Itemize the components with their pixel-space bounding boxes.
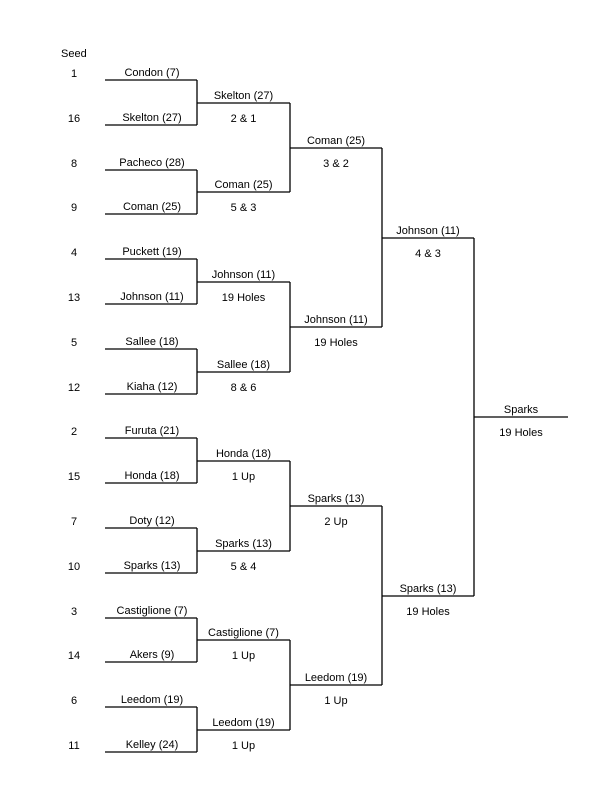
round2-score: 2 & 1 [231,113,257,125]
seed-number: 10 [68,561,80,573]
round1-player: Castiglione (7) [117,605,188,617]
seed-number: 11 [68,740,79,752]
round3-winner: Coman (25) [307,135,365,147]
round2-winner: Honda (18) [216,448,271,460]
round2-winner: Castiglione (7) [208,627,279,639]
round1-player: Doty (12) [129,515,174,527]
round1-player: Kelley (24) [126,739,179,751]
seed-number: 1 [71,68,77,80]
seed-number: 2 [71,426,77,438]
round3-score: 1 Up [324,695,347,707]
round2-score: 1 Up [232,740,255,752]
round1-player: Honda (18) [124,470,179,482]
round2-winner: Leedom (19) [212,717,274,729]
seed-number: 15 [68,471,80,483]
round2-winner: Sparks (13) [215,538,272,550]
seed-number: 14 [68,650,80,662]
round4-winner: Sparks (13) [400,583,457,595]
seed-number: 12 [68,382,80,394]
round1-player: Coman (25) [123,201,181,213]
round1-player: Sparks (13) [124,560,181,572]
round2-score: 1 Up [232,471,255,483]
seed-number: 3 [71,606,77,618]
round3-score: 2 Up [324,516,347,528]
champion-winner: Sparks [504,404,539,416]
round3-score: 19 Holes [314,337,358,349]
round2-winner: Johnson (11) [212,269,275,281]
round2-score: 1 Up [232,650,255,662]
round2-score: 19 Holes [222,292,266,304]
champion-score: 19 Holes [499,427,543,439]
seed-number: 13 [68,292,80,304]
seed-number: 5 [71,337,77,349]
round3-winner: Sparks (13) [308,493,365,505]
round2-score: 8 & 6 [231,382,257,394]
seed-header: Seed [61,48,87,60]
seed-number: 6 [71,695,77,707]
bracket-lines [105,79,568,753]
seed-number: 8 [71,158,77,170]
round1-player: Kiaha (12) [127,381,178,393]
round4-winner: Johnson (11) [396,225,459,237]
round1-player: Puckett (19) [122,246,181,258]
round4-score: 19 Holes [406,606,450,618]
round1-player: Leedom (19) [121,694,183,706]
round2-score: 5 & 3 [231,202,257,214]
round2-winner: Sallee (18) [217,359,270,371]
seed-number: 4 [71,247,77,259]
round3-score: 3 & 2 [323,158,349,170]
round3-winner: Leedom (19) [305,672,367,684]
round3-winner: Johnson (11) [304,314,367,326]
round1-player: Sallee (18) [125,336,178,348]
round1-player: Johnson (11) [120,291,183,303]
seed-number: 16 [68,113,80,125]
round1-player: Akers (9) [130,649,175,661]
round1-player: Pacheco (28) [119,157,184,169]
round1-player: Skelton (27) [122,112,181,124]
round2-winner: Coman (25) [214,179,272,191]
round4-score: 4 & 3 [415,248,441,260]
round1-player: Condon (7) [124,67,179,79]
round1-player: Furuta (21) [125,425,179,437]
round2-score: 5 & 4 [231,561,257,573]
seed-number: 9 [71,202,77,214]
round2-winner: Skelton (27) [214,90,273,102]
seed-number: 7 [71,516,77,528]
